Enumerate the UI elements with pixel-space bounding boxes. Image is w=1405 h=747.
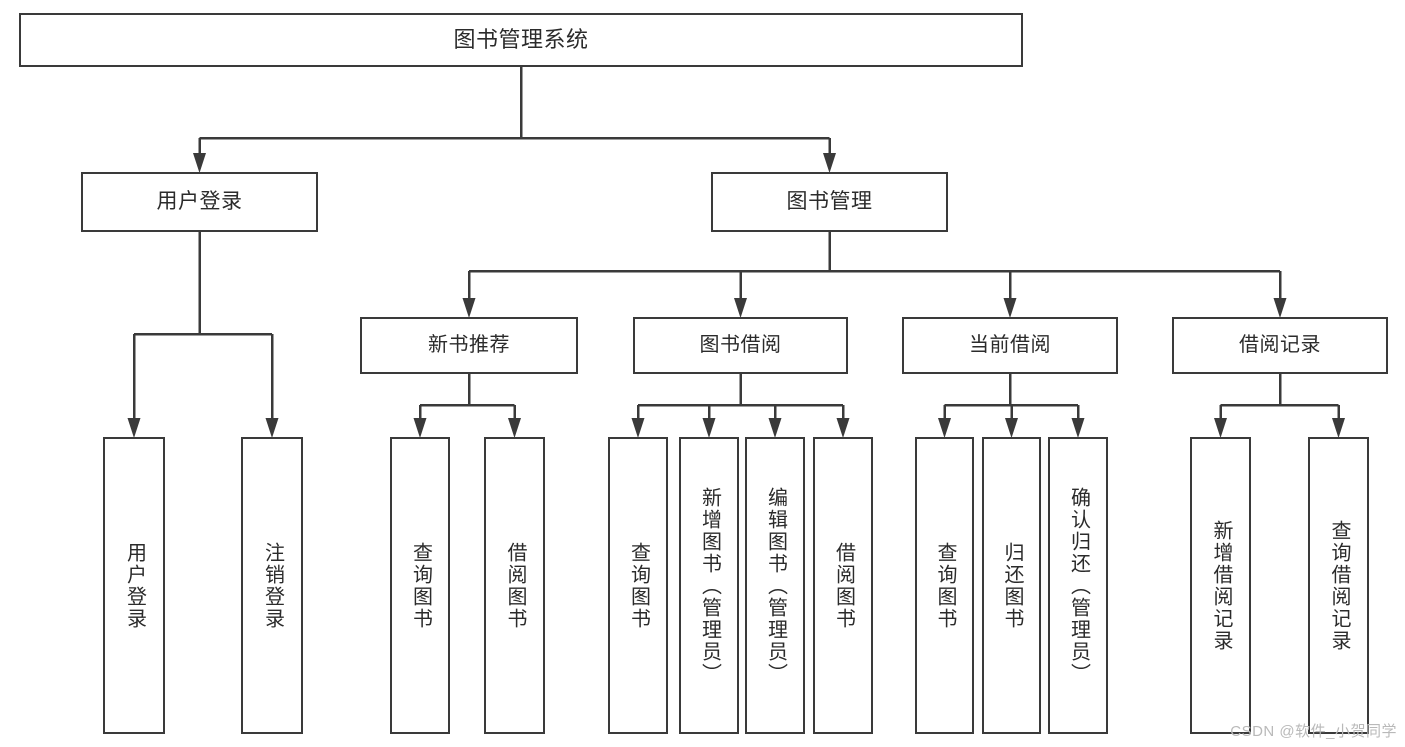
node-box-root: 图书管理系统 <box>19 13 1023 67</box>
node-box-records: 借阅记录 <box>1172 317 1388 374</box>
node-box-l-login: 用户登录 <box>103 437 165 734</box>
arrowhead-root-login <box>193 153 206 173</box>
node-box-l-queryrec: 查询借阅记录 <box>1308 437 1369 734</box>
node-label-login: 用户登录 <box>156 189 243 213</box>
node-box-l-query1: 查询图书 <box>390 437 450 734</box>
arrowhead-bookmgmt-borrow <box>734 298 747 318</box>
node-box-newbook: 新书推荐 <box>360 317 578 374</box>
arrowhead-newbook-l-borrow1 <box>508 418 521 438</box>
arrowhead-borrow-l-edit <box>768 418 782 438</box>
node-box-l-return: 归还图书 <box>982 437 1041 734</box>
node-label-records: 借阅记录 <box>1239 333 1321 356</box>
node-label-l-borrow1: 借阅图书 <box>504 541 526 630</box>
node-box-borrow: 图书借阅 <box>633 317 848 374</box>
arrowhead-bookmgmt-records <box>1273 298 1287 318</box>
node-box-l-borrow2: 借阅图书 <box>813 437 873 734</box>
node-label-l-edit: 编辑图书（管理员） <box>764 486 787 685</box>
arrowhead-borrow-l-borrow2 <box>836 418 850 438</box>
arrowhead-bookmgmt-newbook <box>462 298 476 318</box>
node-box-login: 用户登录 <box>81 172 318 232</box>
node-label-l-query2: 查询图书 <box>627 541 650 630</box>
node-label-l-logout: 注销登录 <box>261 541 284 630</box>
node-box-l-query3: 查询图书 <box>915 437 974 734</box>
node-label-newbook: 新书推荐 <box>428 333 510 356</box>
node-box-l-query2: 查询图书 <box>608 437 668 734</box>
arrowhead-login-l-login <box>127 418 141 438</box>
node-box-l-edit: 编辑图书（管理员） <box>745 437 805 734</box>
arrowhead-current-l-confirm <box>1071 418 1085 438</box>
arrowhead-newbook-l-query1 <box>413 418 427 438</box>
watermark-text: CSDN @软件_小贺同学 <box>1230 723 1397 740</box>
arrowhead-current-l-query3 <box>938 418 951 438</box>
arrowhead-bookmgmt-current <box>1003 298 1017 318</box>
arrowhead-current-l-return <box>1005 418 1018 438</box>
arrowhead-login-l-logout <box>265 418 279 438</box>
node-label-l-borrow2: 借阅图书 <box>832 541 855 630</box>
node-box-l-confirm: 确认归还（管理员） <box>1048 437 1108 734</box>
arrowhead-borrow-l-query2 <box>631 418 645 438</box>
node-label-borrow: 图书借阅 <box>699 333 782 356</box>
node-label-l-return: 归还图书 <box>1001 541 1023 630</box>
node-box-l-borrow1: 借阅图书 <box>484 437 545 734</box>
node-box-l-addrec: 新增借阅记录 <box>1190 437 1251 734</box>
node-label-root: 图书管理系统 <box>453 27 589 53</box>
node-box-bookmgmt: 图书管理 <box>711 172 948 232</box>
node-label-current: 当前借阅 <box>969 333 1051 356</box>
node-label-l-query1: 查询图书 <box>409 541 432 630</box>
arrowhead-records-l-addrec <box>1214 418 1227 438</box>
node-label-bookmgmt: 图书管理 <box>786 189 873 213</box>
node-label-l-query3: 查询图书 <box>934 541 956 630</box>
arrowhead-borrow-l-add <box>702 418 716 438</box>
node-box-l-add: 新增图书（管理员） <box>679 437 739 734</box>
node-label-l-addrec: 新增借阅记录 <box>1210 519 1232 652</box>
node-box-l-logout: 注销登录 <box>241 437 303 734</box>
node-box-current: 当前借阅 <box>902 317 1118 374</box>
arrowhead-root-bookmgmt <box>823 153 836 173</box>
node-label-l-queryrec: 查询借阅记录 <box>1328 519 1350 652</box>
node-label-l-add: 新增图书（管理员） <box>698 486 721 685</box>
node-label-l-login: 用户登录 <box>123 541 146 630</box>
node-label-l-confirm: 确认归还（管理员） <box>1067 486 1090 685</box>
arrowhead-records-l-queryrec <box>1332 418 1345 438</box>
